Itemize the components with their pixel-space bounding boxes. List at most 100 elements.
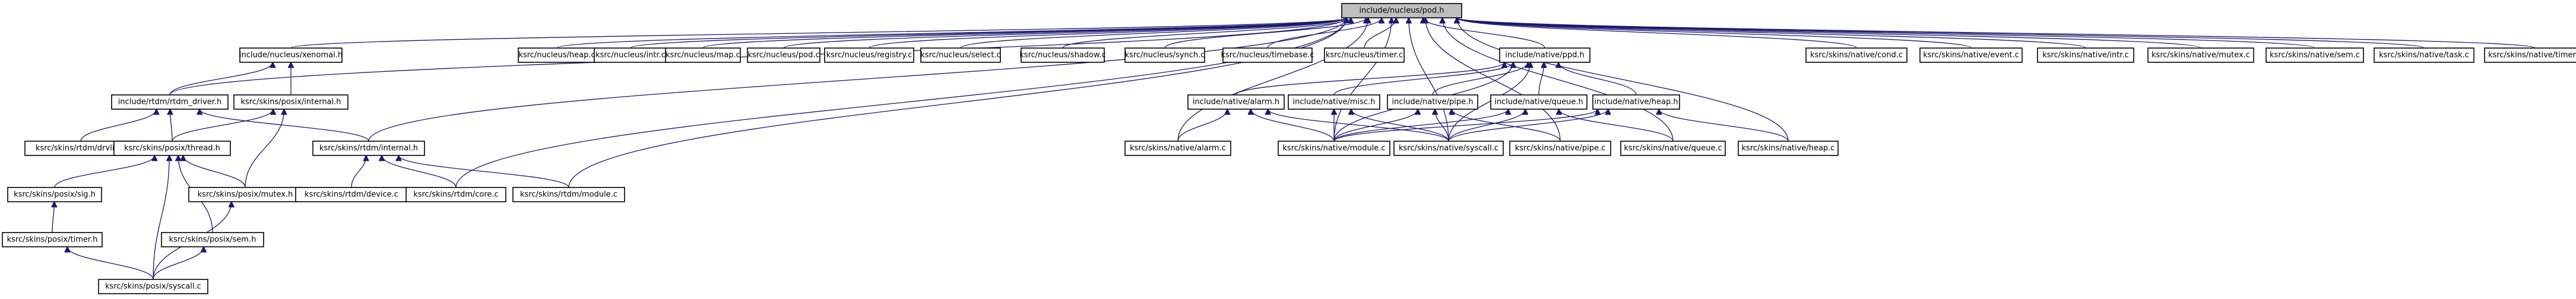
node-box xyxy=(665,47,741,63)
node-box xyxy=(295,187,408,202)
node-nsyscall-c[interactable]: ksrc/skins/native/syscall.c xyxy=(1393,141,1504,156)
node-npipe-c[interactable]: ksrc/skins/native/pipe.c xyxy=(1509,141,1611,156)
node-label: ksrc/skins/native/pipe.c xyxy=(1515,144,1606,153)
node-box xyxy=(518,47,596,63)
node-box xyxy=(233,94,348,110)
edge-ptimer_h-to-sig_h xyxy=(52,202,54,233)
node-xenomai[interactable]: include/nucleus/xenomai.h xyxy=(239,47,343,63)
edge-xenomai-to-pod xyxy=(290,18,1346,49)
node-nintr-c[interactable]: ksrc/skins/native/intr.c xyxy=(2037,47,2134,63)
node-label: ksrc/nucleus/timebase.c xyxy=(1221,51,1314,60)
node-timer-c[interactable]: ksrc/nucleus/timer.c xyxy=(1324,47,1405,63)
node-pod[interactable]: include/nucleus/pod.h xyxy=(1341,3,1462,18)
node-label: ksrc/skins/rtdm/device.c xyxy=(305,190,398,199)
node-box xyxy=(747,47,820,63)
edge-nmodule_c-to-pod xyxy=(1333,18,1392,142)
node-misc-h[interactable]: include/native/misc.h xyxy=(1288,94,1380,110)
node-box xyxy=(1124,47,1205,63)
node-label: include/native/misc.h xyxy=(1292,98,1375,107)
node-label: ksrc/skins/posix/internal.h xyxy=(240,98,341,107)
edge-nqueue_c-to-pod xyxy=(1443,18,1674,142)
node-mutex-c[interactable]: ksrc/skins/native/mutex.c xyxy=(2147,47,2254,63)
node-box xyxy=(98,279,208,294)
node-alarm-c[interactable]: ksrc/skins/native/alarm.c xyxy=(1124,141,1231,156)
node-box xyxy=(1124,141,1231,156)
node-nqueue-c[interactable]: ksrc/skins/native/queue.c xyxy=(1620,141,1726,156)
node-box xyxy=(1021,47,1105,63)
node-posix-internal[interactable]: ksrc/skins/posix/internal.h xyxy=(233,94,348,110)
node-ntimer-c[interactable]: ksrc/skins/native/timer.c xyxy=(2484,47,2576,63)
edge-misc_h-to-native_ppd xyxy=(1333,62,1513,96)
node-label: ksrc/skins/native/sem.c xyxy=(2270,51,2360,60)
node-label: ksrc/skins/native/cond.c xyxy=(1810,51,1903,60)
node-label: include/native/pipe.h xyxy=(1392,98,1474,107)
edge-nintr_c-to-pod xyxy=(1457,18,2086,49)
node-synch-c[interactable]: ksrc/nucleus/synch.c xyxy=(1124,47,1205,63)
edge-drvlib_c-to-rtdm_driver xyxy=(80,109,157,142)
edge-cond_c-to-pod xyxy=(1457,18,1857,49)
edge-nsyscall_c-to-pod xyxy=(1409,18,1449,142)
node-box xyxy=(1919,47,2023,63)
node-nheap-c[interactable]: ksrc/skins/native/heap.c xyxy=(1738,141,1839,156)
edge-nmodule_c-to-alarm_h xyxy=(1251,109,1335,142)
node-psyscall-c[interactable]: ksrc/skins/posix/syscall.c xyxy=(98,279,208,294)
node-map-c[interactable]: ksrc/nucleus/map.c xyxy=(665,47,741,63)
node-queue-h[interactable]: include/native/queue.h xyxy=(1490,94,1588,110)
node-label: ksrc/skins/native/event.c xyxy=(1923,51,2019,60)
edge-rtdm_internal-to-pod xyxy=(368,18,1346,142)
node-box xyxy=(1592,94,1680,110)
node-nmodule-c[interactable]: ksrc/skins/native/module.c xyxy=(1278,141,1390,156)
node-sem-c[interactable]: ksrc/skins/native/sem.c xyxy=(2266,47,2364,63)
node-rmodule-c[interactable]: ksrc/skins/rtdm/module.c xyxy=(512,187,625,202)
edge-sem_c-to-pod xyxy=(1457,18,2315,49)
node-box xyxy=(405,187,506,202)
edge-intr_c-to-pod xyxy=(630,18,1346,49)
node-box xyxy=(594,47,667,63)
node-label: ksrc/skins/posix/mutex.h xyxy=(198,190,293,199)
node-intr-c[interactable]: ksrc/nucleus/intr.c xyxy=(594,47,667,63)
node-rcore-c[interactable]: ksrc/skins/rtdm/core.c xyxy=(405,187,506,202)
node-pipe-h[interactable]: include/native/pipe.h xyxy=(1387,94,1478,110)
node-box xyxy=(1278,141,1390,156)
node-label: ksrc/skins/posix/timer.h xyxy=(7,236,98,244)
node-registry-c[interactable]: ksrc/nucleus/registry.c xyxy=(824,47,914,63)
node-event-c[interactable]: ksrc/skins/native/event.c xyxy=(1919,47,2023,63)
node-native-ppd[interactable]: include/native/ppd.h xyxy=(1499,47,1590,63)
node-alarm-h[interactable]: include/native/alarm.h xyxy=(1187,94,1285,110)
node-box xyxy=(111,94,229,110)
edge-nsyscall_c-to-alarm_h xyxy=(1268,109,1449,142)
node-rtdm-driver[interactable]: include/rtdm/rtdm_driver.h xyxy=(111,94,229,110)
node-task-c[interactable]: ksrc/skins/native/task.c xyxy=(2374,47,2474,63)
node-nheap-h[interactable]: include/native/heap.h xyxy=(1592,94,1680,110)
edge-timebase_c-to-pod xyxy=(1267,18,1382,49)
node-box xyxy=(7,187,102,202)
node-label: include/rtdm/rtdm_driver.h xyxy=(118,98,222,107)
node-box xyxy=(188,187,302,202)
node-label: include/nucleus/pod.h xyxy=(1360,7,1444,15)
edge-nsyscall_c-to-misc_h xyxy=(1351,109,1449,142)
node-cond-c[interactable]: ksrc/skins/native/cond.c xyxy=(1805,47,1908,63)
edge-timer_c-to-pod xyxy=(1364,18,1396,49)
edge-rtdm_internal-to-rtdm_driver xyxy=(199,109,369,142)
node-box xyxy=(2,232,103,247)
node-box xyxy=(2374,47,2474,63)
node-rtdm-internal[interactable]: ksrc/skins/rtdm/internal.h xyxy=(312,141,425,156)
node-posix-thread[interactable]: ksrc/skins/posix/thread.h xyxy=(113,141,231,156)
node-rdevice-c[interactable]: ksrc/skins/rtdm/device.c xyxy=(295,187,408,202)
node-psem-h[interactable]: ksrc/skins/posix/sem.h xyxy=(161,232,264,247)
node-box xyxy=(1341,3,1462,18)
node-ptimer-h[interactable]: ksrc/skins/posix/timer.h xyxy=(2,232,103,247)
edge-npipe_c-to-pod xyxy=(1425,18,1561,142)
node-pod-c[interactable]: ksrc/nucleus/pod.c xyxy=(747,47,820,63)
node-label: ksrc/nucleus/shadow.c xyxy=(1019,51,1105,60)
node-box xyxy=(312,141,425,156)
edge-pmutex_h-to-posix_thread xyxy=(183,155,246,188)
node-select-c[interactable]: ksrc/nucleus/select.c xyxy=(920,47,1001,63)
node-heap-c[interactable]: ksrc/nucleus/heap.c xyxy=(518,47,596,63)
node-label: ksrc/skins/posix/thread.h xyxy=(124,144,220,153)
edge-mutex_c-to-pod xyxy=(1457,18,2201,49)
node-pmutex-h[interactable]: ksrc/skins/posix/mutex.h xyxy=(188,187,302,202)
node-timebase-c[interactable]: ksrc/nucleus/timebase.c xyxy=(1221,47,1314,63)
node-sig-h[interactable]: ksrc/skins/posix/sig.h xyxy=(7,187,102,202)
node-shadow-c[interactable]: ksrc/nucleus/shadow.c xyxy=(1019,47,1106,63)
